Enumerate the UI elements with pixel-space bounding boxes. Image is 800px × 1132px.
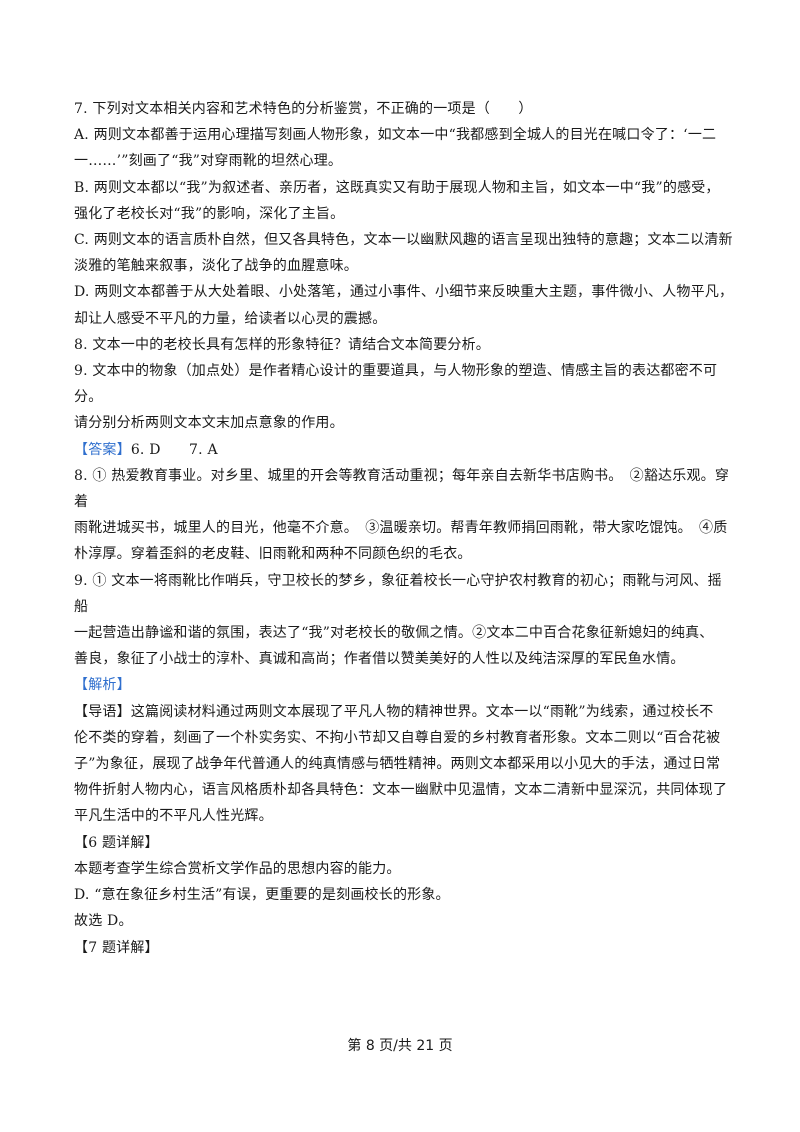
answer-8-line-1: 8. ① 热爱教育事业。对乡里、城里的开会等教育活动重视；每年亲自去新华书店购书…: [74, 467, 730, 511]
question-7-option-b-line-1: B. 两则文本都以“我”为叙述者、亲历者，这既真实又有助于展现人物和主旨，如文本…: [74, 179, 720, 196]
answer-label: 【答案】: [74, 441, 131, 458]
question-7-option-b-line-2: 强化了老校长对“我”的影响，深化了主旨。: [74, 205, 345, 222]
answer-9-line-1: 9. ① 文本一将雨靴比作哨兵，守卫校长的梦乡，象征着校长一心守护农村教育的初心…: [74, 572, 722, 615]
analysis-intro-line-4: 物件折射人物内心，语言风格质朴却各具特色：文本一幽默中见温情，文本二清新中显深沉…: [74, 782, 728, 799]
answer-8-line-2: 雨靴进城买书，城里人的目光，他毫不介意。 ③温暖亲切。帮青年教师捐回雨靴，带大家…: [74, 520, 728, 537]
question-7-option-d-line-2: 却让人感受不平凡的力量，给读者以心灵的震撼。: [74, 310, 387, 327]
question-7-option-a-line-1: A. 两则文本都善于运用心理描写刻画人物形象，如文本一中“我都感到全城人的目光在…: [74, 127, 717, 144]
question-7-option-c-line-1: C. 两则文本的语言质朴自然，但又各具特色，文本一以幽默风趣的语言呈现出独特的意…: [74, 232, 733, 249]
question-6-detail-line-3: 故选 D。: [74, 913, 133, 930]
question-7-option-a-line-2: 一……’”刻画了“我”对穿雨靴的坦然心理。: [74, 153, 343, 170]
answer-8-line-3: 朴淳厚。穿着歪斜的老皮鞋、旧雨靴和两种不同颜色织的毛衣。: [74, 546, 472, 563]
question-6-detail-heading: 【6 题详解】: [74, 834, 159, 851]
question-9-stem-line-1: 9. 文本中的物象（加点处）是作者精心设计的重要道具，与人物形象的塑造、情感主旨…: [74, 363, 718, 406]
analysis-label: 【解析】: [74, 677, 131, 694]
question-9-stem-line-2: 请分别分析两则文本文末加点意象的作用。: [74, 415, 344, 432]
question-7-option-d-line-1: D. 两则文本都善于从大处着眼、小处落笔，通过小事件、小细节来反映重大主题，事件…: [74, 284, 734, 301]
question-7-stem: 7. 下列对文本相关内容和艺术特色的分析鉴赏，不正确的一项是（ ）: [74, 101, 533, 117]
analysis-intro-line-5: 平凡生活中的不平凡人性光辉。: [74, 808, 273, 825]
analysis-intro-line-2: 伦不类的穿着，刻画了一个朴实务实、不拘小节却又自尊自爱的乡村教育者形象。文本二则…: [74, 729, 721, 746]
answer-9-line-2: 一起营造出静谧和谐的氛围，表达了“我”对老校长的敬佩之情。②文本二中百合花象征新…: [74, 625, 714, 642]
analysis-intro-line-1: 【导语】这篇阅读材料通过两则文本展现了平凡人物的精神世界。文本一以“雨靴”为线索…: [74, 703, 714, 720]
analysis-intro-line-3: 子”为象征，展现了战争年代普通人的纯真情感与牺牲精神。两则文本都采用以小见大的手…: [74, 756, 721, 773]
question-6-detail-line-1: 本题考查学生综合赏析文学作品的思想内容的能力。: [74, 860, 401, 877]
question-6-detail-line-2: D. “意在象征乡村生活”有误，更重要的是刻画校长的形象。: [74, 887, 450, 904]
question-7-detail-heading: 【7 题详解】: [74, 939, 159, 956]
answer-line: 【答案】6. D 7. A: [74, 437, 734, 463]
document-body: 7. 下列对文本相关内容和艺术特色的分析鉴赏，不正确的一项是（ ） A. 两则文…: [74, 96, 734, 961]
question-7-option-c-line-2: 淡雅的笔触来叙事，淡化了战争的血腥意味。: [74, 258, 358, 275]
answer-9-line-3: 善良，象征了小战士的淳朴、真诚和高尚；作者借以赞美美好的人性以及纯洁深厚的军民鱼…: [74, 651, 685, 668]
page-footer: 第 8 页/共 21 页: [347, 1038, 453, 1054]
answer-values: 6. D 7. A: [130, 441, 218, 458]
question-8-stem: 8. 文本一中的老校长具有怎样的形象特征？请结合文本简要分析。: [74, 336, 491, 353]
